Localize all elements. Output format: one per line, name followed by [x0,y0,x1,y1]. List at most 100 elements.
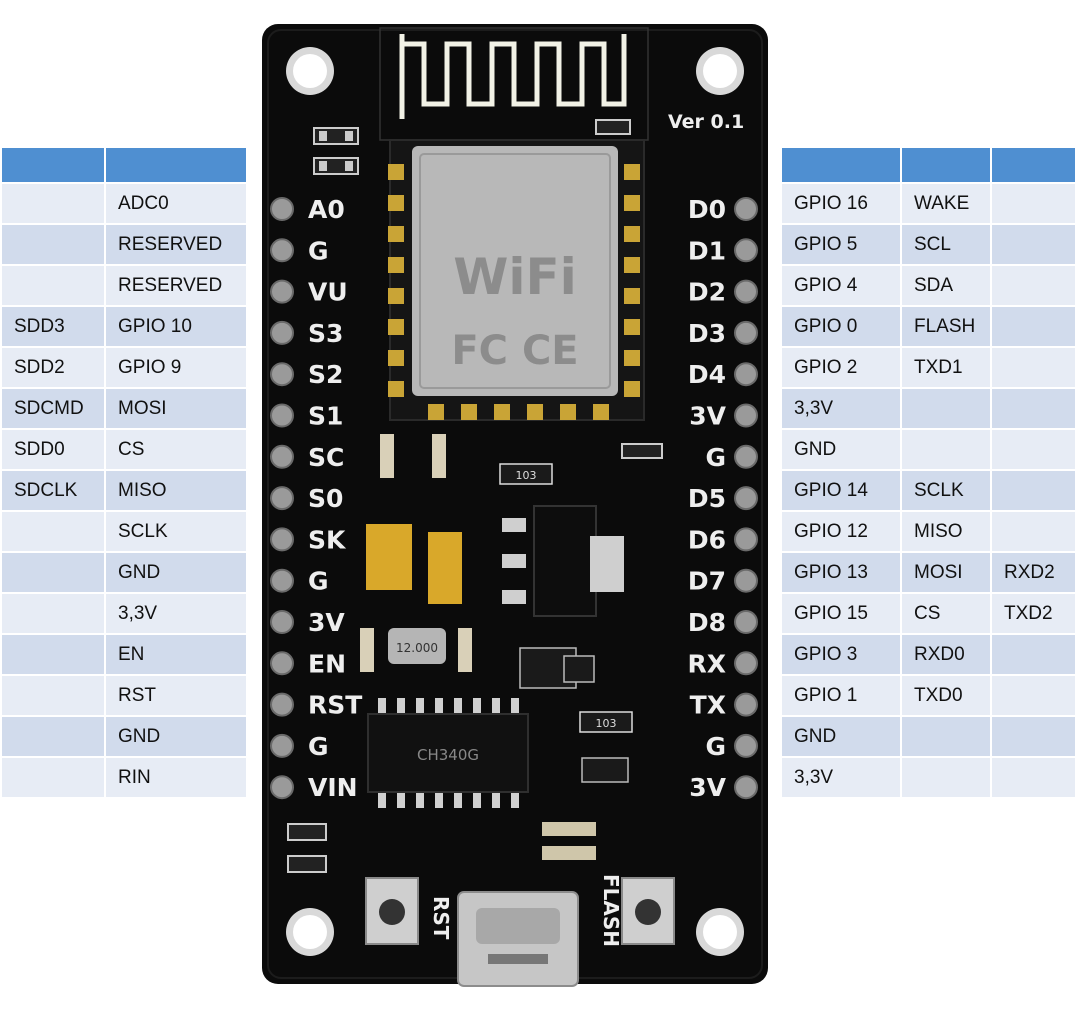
left-pin-row: GND [2,553,246,592]
right-pin-cell-c1: GND [782,430,900,469]
right-pin-cell-c1: GPIO 12 [782,512,900,551]
flash-button[interactable] [621,877,675,945]
right-pin-cell-c3: RXD2 [992,553,1075,592]
right-pin-cell-c1: GPIO 16 [782,184,900,223]
header-pin [734,444,758,469]
header-pin [270,403,294,428]
right-pin-row: GND [782,430,1075,469]
rst-button[interactable] [365,877,419,945]
left-pin-row: RESERVED [2,225,246,264]
right-silk-label: G [705,443,726,472]
smd-capacitor-3 [360,628,374,672]
module-pad [624,195,640,211]
header-pin [734,775,758,800]
left-pin-cell-c1 [2,676,104,715]
left-pin-cell-c2: GPIO 10 [106,307,246,346]
chip-pin [473,790,481,808]
chip-pin [492,698,500,716]
header-pin [270,444,294,469]
chip-pin [378,698,386,716]
resistor-array-2: 103 [579,711,633,733]
left-pin-cell-c2: MISO [106,471,246,510]
right-pin-cell-c3 [992,348,1075,387]
right-pin-cell-c3 [992,389,1075,428]
left-pin-row: ADC0 [2,184,246,223]
module-pad [388,257,404,273]
svg-text:CH340G: CH340G [417,746,479,764]
right-pin-cell-c3 [992,307,1075,346]
right-pin-cell-c1: 3,3V [782,758,900,797]
right-pin-cell-c2: TXD0 [902,676,990,715]
left-pin-cell-c1 [2,594,104,633]
header-pin [734,403,758,428]
module-pad [624,350,640,366]
esp-module: WiFi FC CE [389,139,645,421]
module-pad [388,226,404,242]
crystal: 12.000 [388,628,446,664]
left-pin-cell-c1: SDD2 [2,348,104,387]
left-silk-label: 3V [308,608,345,637]
header-pin [734,733,758,758]
header-pin [734,320,758,345]
left-pin-cell-c2: RESERVED [106,266,246,305]
left-silk-label: S3 [308,319,343,348]
right-header-pins [734,197,758,800]
right-pin-row: 3,3V [782,758,1075,797]
left-pin-cell-c1: SDCLK [2,471,104,510]
module-pad [624,319,640,335]
left-silk-label: VU [308,278,348,307]
right-pin-cell-c1: GPIO 15 [782,594,900,633]
header-pin [734,197,758,221]
right-pin-cell-c3 [992,184,1075,223]
left-silk-label: EN [308,649,346,678]
right-table-header [782,148,1075,182]
module-pad [624,164,640,180]
voltage-regulator [502,505,624,617]
header-pin [734,568,758,593]
right-silk-label: 3V [689,402,726,431]
header-pin [734,279,758,304]
left-pin-cell-c2: EN [106,635,246,674]
right-pin-cell-c3 [992,266,1075,305]
micro-usb-port[interactable] [457,891,579,987]
left-pin-cell-c1: SDCMD [2,389,104,428]
svg-text:103: 103 [596,717,617,730]
left-silk-label: S1 [308,402,343,431]
rst-button-label: RST [429,896,453,940]
right-silk-label: D0 [688,195,726,224]
header-pin [270,568,294,593]
right-pin-cell-c1: GPIO 5 [782,225,900,264]
chip-pin [511,790,519,808]
wifi-logo: WiFi [453,248,577,306]
version-label: Ver 0.1 [668,111,744,133]
header-pin [734,651,758,676]
tantalum-capacitor-1 [366,524,412,590]
left-pin-cell-c1 [2,758,104,797]
left-silk-label: SC [308,443,344,472]
diode-1 [287,823,327,841]
chip-pin [435,698,443,716]
right-pin-cell-c1: GPIO 4 [782,266,900,305]
right-pin-row: 3,3V [782,389,1075,428]
svg-text:103: 103 [516,469,537,482]
right-pin-cell-c1: GND [782,717,900,756]
tantalum-capacitor-2 [428,532,462,604]
left-pin-cell-c2: MOSI [106,389,246,428]
left-pin-cell-c2: ADC0 [106,184,246,223]
antenna-trace [399,34,627,119]
right-pin-cell-c2 [902,430,990,469]
module-pad [461,404,477,420]
chip-pin [492,790,500,808]
module-pad [593,404,609,420]
right-silk-label: D2 [688,278,726,307]
right-pin-cell-c3: TXD2 [992,594,1075,633]
metal-shield [412,146,618,396]
